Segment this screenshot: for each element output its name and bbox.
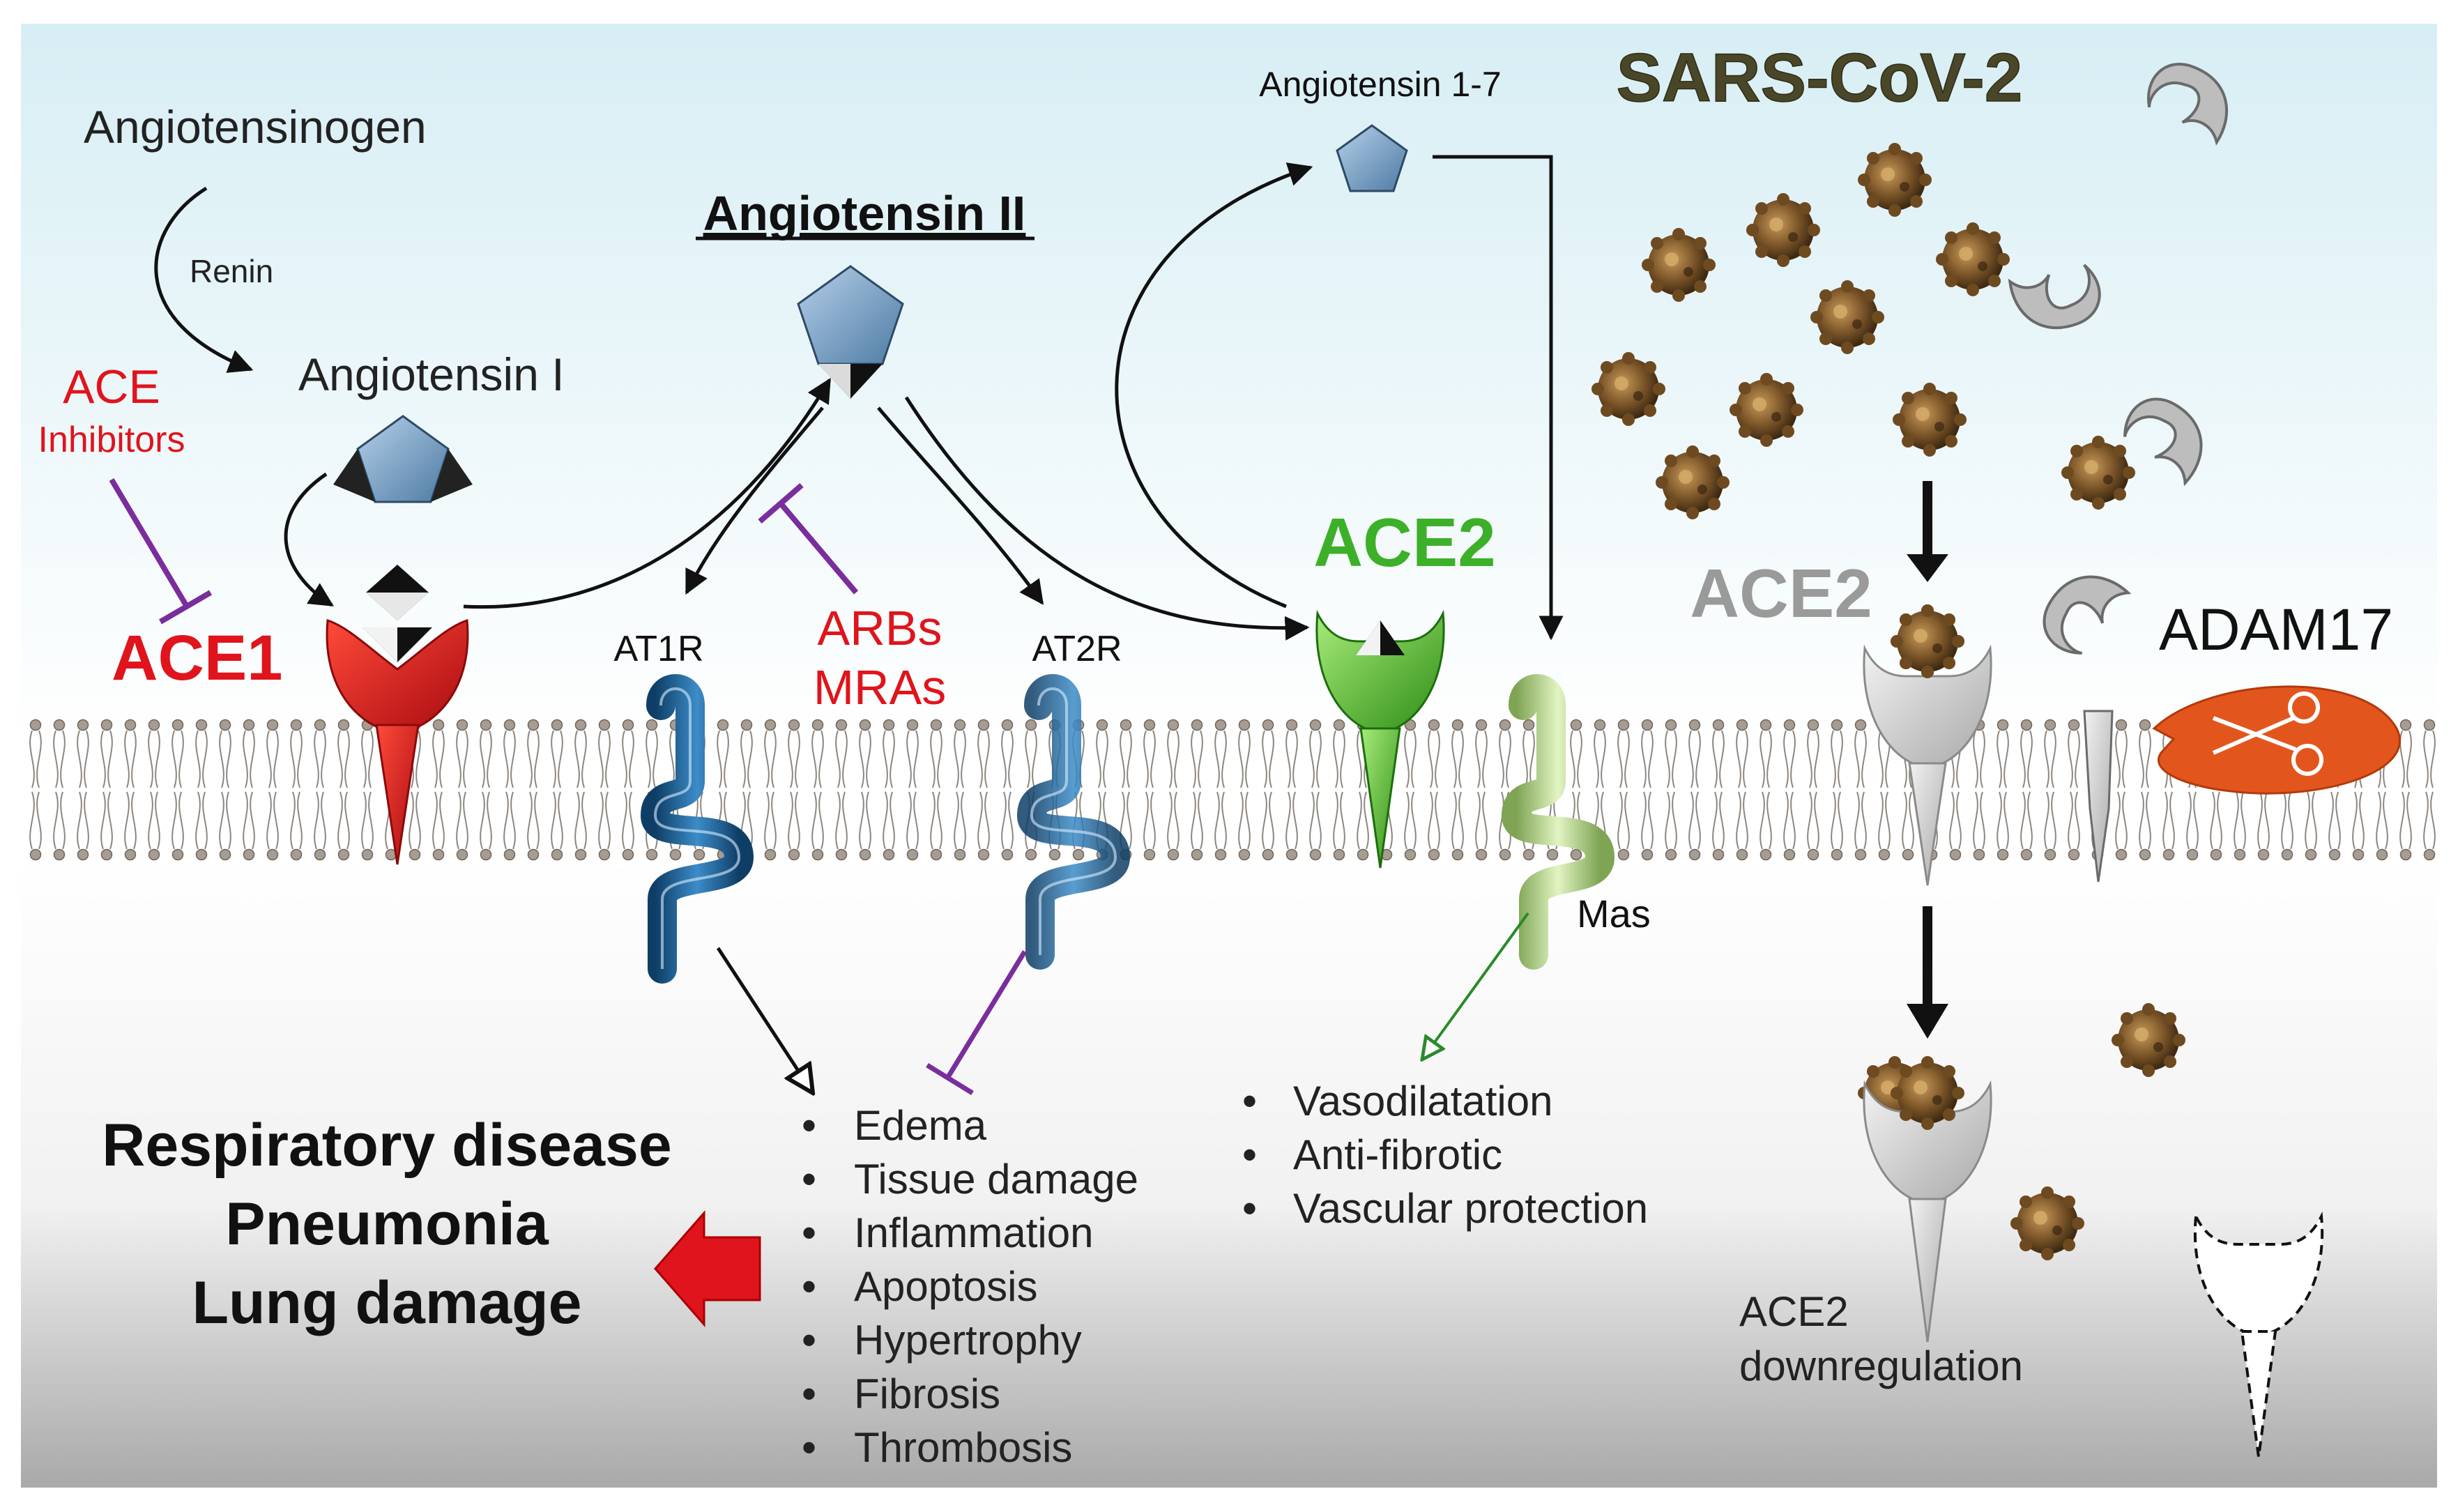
virus-particle [2010,1186,2084,1260]
angiotensin-ii-label: Angiotensin II [703,186,1026,240]
arbs-inhibitor-line [777,500,859,595]
virus-particle [1858,143,1932,217]
angiotensinogen-label: Angiotensinogen [84,101,427,153]
at1r-label: AT1R [613,629,703,669]
effect-bullet: • [1242,1078,1257,1124]
cell-membrane [21,718,2437,862]
ace2-gray-label: ACE2 [1690,555,1872,632]
angiotensin-i-arrow [284,472,334,607]
ace-inhibitor-line [109,478,190,609]
intracellular-background [21,860,2437,1488]
angii-to-at1r-arrow [685,406,824,595]
mras-label: MRAs [814,660,947,715]
at1r-effects-list: • Edema • Tissue damage • Inflammation •… [802,1102,1138,1471]
at2r-highlight [1030,687,1117,955]
virus-particle [2061,436,2135,510]
ace2-green-label: ACE2 [1313,504,1495,581]
virus-particle [1656,445,1730,519]
outcome-text: Pneumonia [225,1191,549,1258]
ace-inhibitors-label-2: Inhibitors [38,420,185,460]
ace2-gray-receptor [1863,644,1992,886]
virus-particle [1936,222,2010,296]
angiotensin-i-icon [333,415,473,503]
at2r-inhibit-bar [926,1063,974,1095]
angii-to-at2r-arrow [877,406,1044,605]
virus-particle [1642,228,1716,302]
renin-arrow [154,186,254,373]
adam17-label: ADAM17 [2159,597,2393,662]
adam17-enzyme [2152,685,2401,795]
effect-item: Tissue damage [854,1156,1138,1202]
at2r-label: AT2R [1032,629,1122,669]
virus-particle [1730,373,1803,447]
effect-bullet: • [802,1263,816,1310]
outcome-text: Respiratory disease [102,1112,671,1179]
effect-item: Apoptosis [854,1263,1038,1310]
effect-item: Thrombosis [854,1424,1072,1471]
ace2-downregulation-label-2: downregulation [1739,1343,2023,1389]
at2r-inhibit-line [946,950,1027,1078]
ace2-to-ang17-arrow [1115,162,1313,609]
at1r-highlight [653,687,741,969]
virus-particle [1893,383,1967,457]
extracellular-background [21,24,2437,742]
effect-bullet: • [802,1370,816,1417]
virus-particle [1891,604,1964,678]
outcomes-block: Respiratory disease Pneumonia Lung damag… [102,1112,671,1336]
ace2-internalized-receptor [1863,1080,1992,1343]
cleaved-stalk [2083,710,2114,883]
ace1-to-angii-arrow [463,377,832,609]
scissors-icon [2212,692,2323,776]
virus-binding-arrowhead [1907,554,1948,582]
effect-bullet: • [802,1424,816,1471]
sars-cov-2-label: SARS-CoV-2 [1617,39,2023,116]
virus-particle [1891,1056,1964,1130]
angiotensin-ii-icon [797,265,904,399]
virus-particle [1810,280,1884,354]
ace1-receptor [326,565,469,865]
virus-particle [2112,1003,2185,1077]
effect-item: Fibrosis [854,1370,1000,1417]
mas-effects-list: • Vasodilatation • Anti-fibrotic • Vascu… [1242,1078,1648,1232]
mas-receptor [1501,674,1615,970]
ace-inhibitor-bar [158,590,213,625]
angiotensin-1-7-icon [1336,124,1408,192]
effect-item: Vasodilatation [1293,1078,1552,1124]
ace2-lost-receptor [2193,1211,2324,1458]
effect-bullet: • [802,1317,816,1364]
ace2-downregulation-label: ACE2 [1739,1288,1849,1335]
effect-bullet: • [802,1156,816,1202]
internalization-arrowhead [1907,1004,1948,1039]
effect-bullet: • [1242,1131,1257,1178]
mas-label: Mas [1577,892,1651,936]
angii-to-ace2-arrow [904,396,1310,641]
ace-inhibitors-label: ACE [63,360,160,413]
effect-item: Inflammation [854,1209,1093,1256]
at1r-effects-arrow [716,947,813,1093]
virus-particle [1746,193,1820,267]
angiotensin-i-label: Angiotensin I [298,349,565,400]
effect-bullet: • [1242,1185,1257,1232]
mas-effects-arrow [1422,912,1529,1060]
virus-particle [1591,352,1665,426]
ace2-green-receptor [1315,609,1445,869]
renin-label: Renin [190,253,273,289]
outcome-red-arrow [654,1210,761,1327]
effect-item: Hypertrophy [854,1317,1082,1364]
effect-item: Vascular protection [1293,1185,1648,1232]
arbs-inhibitor-bar [758,482,804,524]
effect-bullet: • [802,1209,816,1256]
ace1-label: ACE1 [112,623,282,694]
effect-bullet: • [802,1102,816,1149]
angiotensin-1-7-label: Angiotensin 1-7 [1259,65,1501,104]
ang17-to-mas-arrow [1433,155,1564,641]
effect-item: Anti-fibrotic [1293,1131,1502,1178]
outcome-text: Lung damage [192,1269,581,1336]
arbs-label: ARBs [818,601,942,655]
effect-item: Edema [854,1102,987,1149]
